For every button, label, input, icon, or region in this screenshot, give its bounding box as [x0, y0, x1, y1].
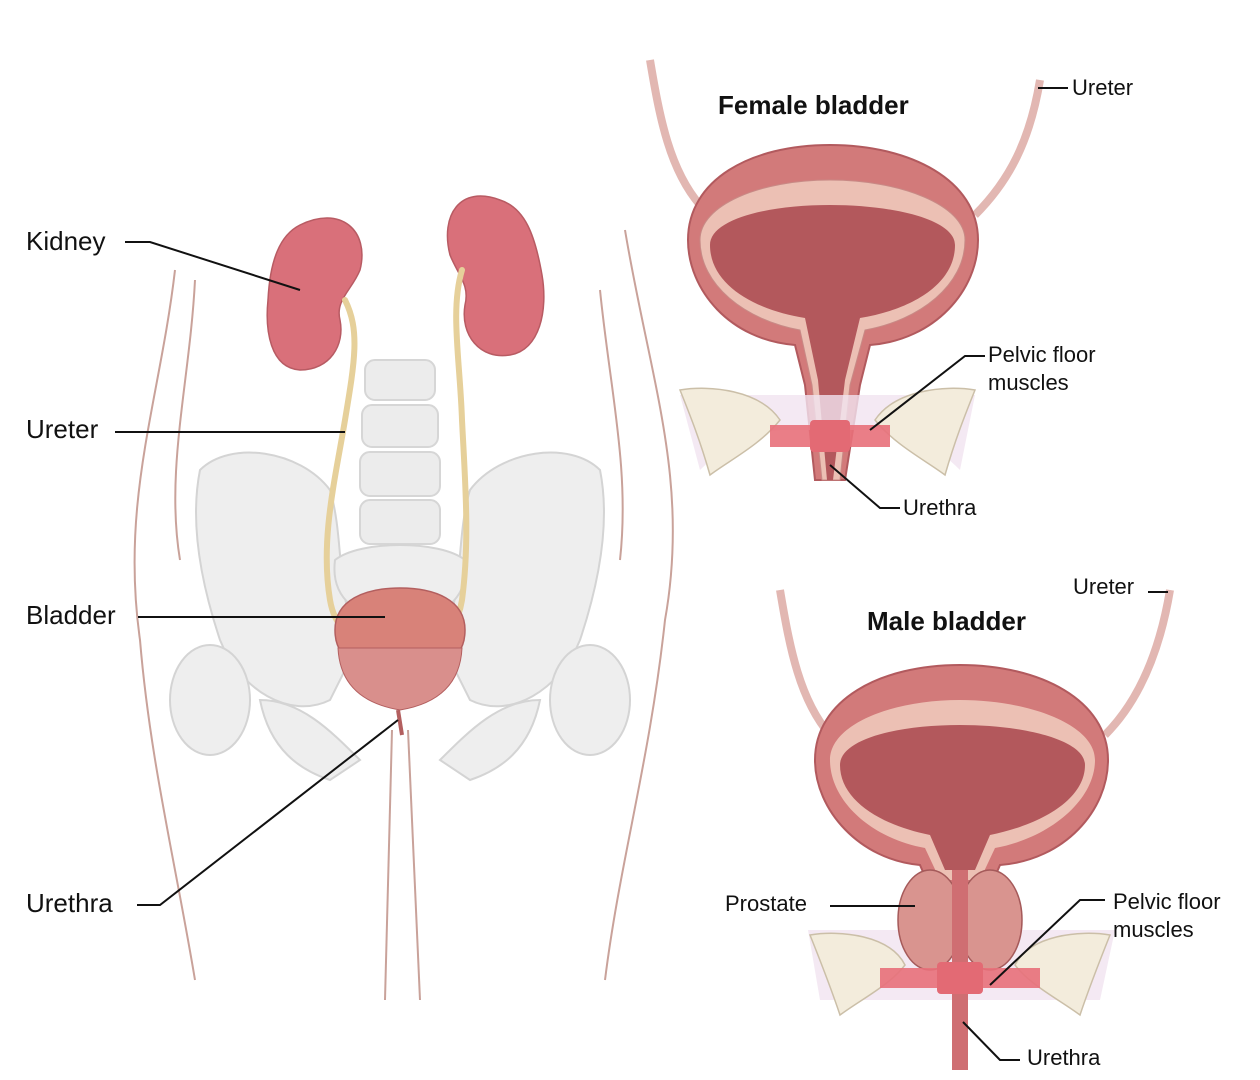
leader-lines-female — [829, 87, 1068, 509]
leader-lines-male — [830, 591, 1168, 1061]
leader-lines-left — [115, 241, 399, 906]
female-bladder-title: Female bladder — [718, 90, 909, 120]
male-label-pelvic-floor: Pelvic floor muscles — [1113, 888, 1221, 944]
label-ureter: Ureter — [26, 414, 99, 444]
male-pelvic-floor-line1: Pelvic floor — [1113, 889, 1221, 914]
male-bladder-art — [776, 589, 1174, 1070]
female-pelvic-floor-line1: Pelvic floor — [988, 342, 1096, 367]
female-pelvic-floor-line2: muscles — [988, 370, 1069, 395]
label-kidney: Kidney — [26, 226, 106, 256]
male-bladder-title: Male bladder — [867, 606, 1026, 636]
male-label-urethra: Urethra — [1027, 1045, 1101, 1070]
male-label-prostate: Prostate — [725, 891, 807, 916]
kidneys — [266, 195, 545, 371]
male-pelvic-floor-line2: muscles — [1113, 917, 1194, 942]
label-bladder: Bladder — [26, 600, 116, 630]
bladder-left — [334, 587, 466, 736]
female-label-ureter: Ureter — [1072, 75, 1134, 100]
female-label-urethra: Urethra — [903, 495, 977, 520]
spine — [359, 359, 441, 545]
male-label-ureter: Ureter — [1073, 574, 1135, 599]
female-label-pelvic-floor: Pelvic floor muscles — [988, 341, 1096, 397]
label-urethra: Urethra — [26, 888, 113, 918]
female-bladder-art — [646, 59, 1044, 481]
body-outline — [133, 229, 674, 1001]
